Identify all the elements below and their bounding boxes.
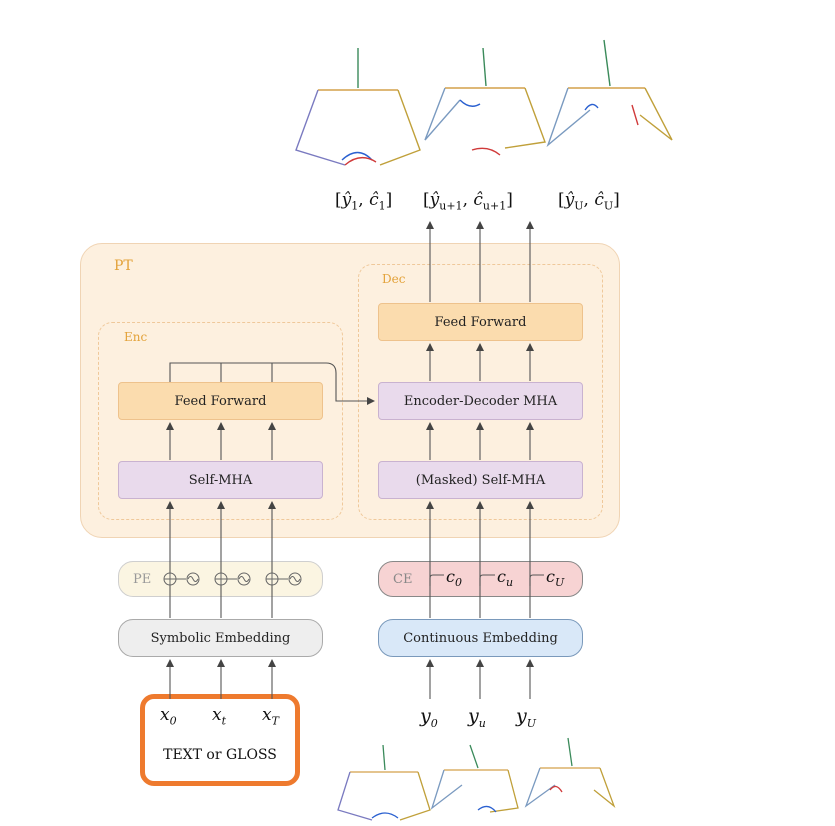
symbolic-embedding: Symbolic Embedding <box>118 619 323 657</box>
input-x-t: xt <box>212 705 227 728</box>
encoder-decoder-mha: Encoder-Decoder MHA <box>378 382 583 420</box>
enc-label: Enc <box>124 330 148 344</box>
counter-c-0: c0 <box>446 567 462 590</box>
counter-c-u: cu <box>497 567 514 590</box>
masked-self-mha: (Masked) Self-MHA <box>378 461 583 499</box>
pe-label: PE <box>133 571 152 587</box>
pt-label: PT <box>114 258 133 274</box>
input-x-T: xT <box>262 705 279 728</box>
output-skeleton-3 <box>546 39 673 148</box>
input-y-U: yU <box>516 705 537 730</box>
continuous-embedding: Continuous Embedding <box>378 619 583 657</box>
text-or-gloss-label: TEXT or GLOSS <box>163 747 277 763</box>
ce-label: CE <box>393 571 413 587</box>
encoder-output-bus <box>169 362 375 405</box>
input-skeleton-2 <box>430 744 519 813</box>
output-u-plus-1: [ŷu+1, ĉu+1] <box>423 190 513 213</box>
encoder-self-mha: Self-MHA <box>118 461 323 499</box>
pe-sinusoid-icons <box>163 572 302 586</box>
counter-c-U: cU <box>546 567 565 590</box>
text-gloss-input-box <box>140 694 300 786</box>
encoder-feed-forward: Feed Forward <box>118 382 323 420</box>
input-y-0: y0 <box>420 705 438 730</box>
output-U: [ŷU, ĉU] <box>558 190 620 213</box>
input-skeleton-1 <box>337 744 431 821</box>
input-skeleton-3 <box>524 737 616 808</box>
output-skeleton-1 <box>295 48 421 166</box>
input-y-u: yu <box>468 705 486 730</box>
output-1: [ŷ1, ĉ1] <box>335 190 393 213</box>
dec-label: Dec <box>382 272 406 286</box>
decoder-feed-forward: Feed Forward <box>378 303 583 341</box>
output-skeleton-2 <box>424 47 546 156</box>
input-x-0: x0 <box>160 705 177 728</box>
